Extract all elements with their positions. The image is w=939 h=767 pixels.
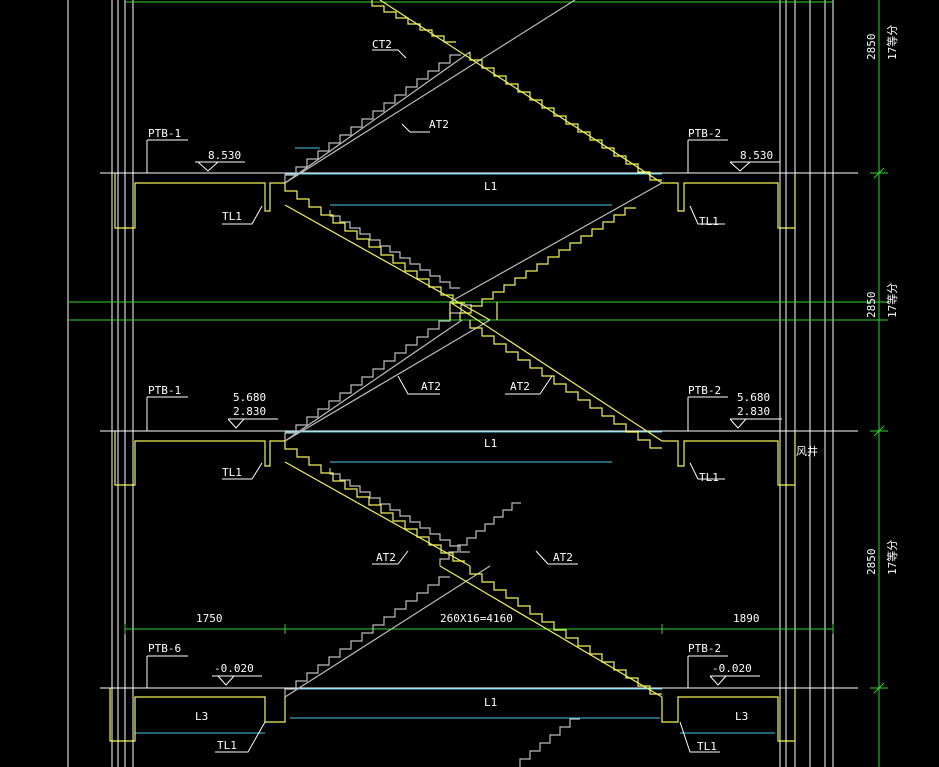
mid-level-band [68,301,888,321]
label-elev-low-left: -0.020 [214,662,254,675]
dim-center: 260X16=4160 [440,612,513,625]
back-flight-up-left [284,54,461,183]
front-flight-top-left [371,0,456,43]
right-dim-1-note: 17等分 [885,25,899,60]
back-flight-bottom-mid [439,502,521,566]
front-flight-lower-right [469,320,662,449]
label-ptb1-mid: PTB-1 [148,384,181,397]
label-elev-low-right: -0.020 [712,662,752,675]
label-ptb6: PTB-6 [148,642,181,655]
label-tl1-mid-left: TL1 [222,466,242,479]
front-stair-flights [109,0,796,742]
back-flight-mid-right-slab [449,182,663,303]
back-flight-mid-left [329,210,460,289]
label-tl1-top-right: TL1 [699,215,719,228]
right-dimension-lines [870,0,888,767]
front-flight-top-slab [379,0,663,184]
label-elev-mid-left-a: 5.680 [233,391,266,404]
label-ct2: CT2 [372,38,392,51]
label-ptb2-mid: PTB-2 [688,384,721,397]
back-flight-mid-down [329,468,470,553]
back-flight-up-left-slab [284,51,471,184]
right-dim-1-value: 2850 [865,34,878,61]
front-flight-lower-left-slab [284,461,471,567]
label-l3-left: L3 [195,710,208,723]
label-elev-mid-right-a: 5.680 [737,391,770,404]
label-tl1-low-right: TL1 [697,740,717,753]
right-dim-2-value: 2850 [865,292,878,319]
back-flight-low-up [284,576,450,697]
dim-left: 1750 [196,612,223,625]
label-ptb2-top: PTB-2 [688,127,721,140]
label-elev-top-left: 8.530 [208,149,241,162]
label-l1-top: L1 [484,180,497,193]
front-flight-mid-right-up [459,207,636,320]
label-l3-right: L3 [735,710,748,723]
beam-lines [135,147,775,734]
label-tl1-mid-right: TL1 [699,471,719,484]
label-at2-low-left: AT2 [376,551,396,564]
front-flight-lower-right-slab [449,301,663,442]
back-flight-mid-up-slab [284,319,491,442]
back-flight-low-slab [284,565,491,698]
front-flight-lower-left [284,441,465,562]
label-tl1-low-left: TL1 [217,739,237,752]
back-flight-top-slab [284,0,576,184]
dim-right: 1890 [733,612,760,625]
label-elev-mid-left-b: 2.830 [233,405,266,418]
vertical-wall-lines [67,0,834,767]
front-flight-top-right [469,52,662,181]
label-l1-mid: L1 [484,437,497,450]
right-dim-3-note: 17等分 [885,540,899,575]
back-flight-mid-diag [284,319,463,442]
back-flight-mid-up [284,304,472,441]
right-dim-2-note: 17等分 [885,283,899,318]
label-elev-top-right: 8.530 [740,149,773,162]
label-ptb2-low: PTB-2 [688,642,721,655]
front-flight-bottom-slab [439,565,663,698]
label-l1-low: L1 [484,696,497,709]
front-flight-bottom-right [469,566,662,695]
label-at2-mid-right: AT2 [510,380,530,393]
label-at2-low-right: AT2 [553,551,573,564]
label-ptb1-top: PTB-1 [148,127,181,140]
right-dim-3-value: 2850 [865,549,878,576]
leader-lines [146,49,782,753]
label-at2-mid-left: AT2 [421,380,441,393]
label-at2-top: AT2 [429,118,449,131]
label-elev-mid-right-b: 2.830 [737,405,770,418]
back-stair-flights [284,0,580,767]
back-flight-low-right [519,718,580,767]
horizontal-dimension-lines [124,1,834,634]
annotations: CT2 AT2 L1 PTB-1 PTB-2 8.530 8.530 TL1 T… [148,25,899,753]
front-flight-mid-left [284,183,465,304]
level-lines [100,172,858,689]
label-fengjing: 风井 [796,444,818,458]
front-flight-mid-left-slab [284,204,491,321]
label-tl1-top-left: TL1 [222,210,242,223]
